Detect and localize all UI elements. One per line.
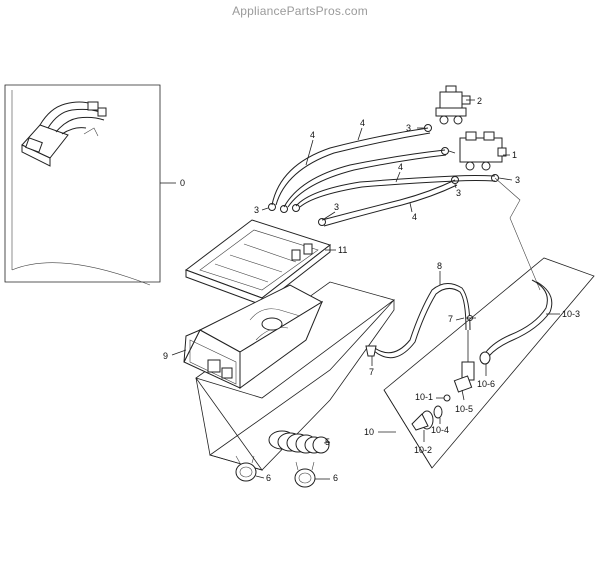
part-10-section <box>383 177 595 469</box>
drain-hose-10-3 <box>485 279 553 357</box>
label-1: 1 <box>512 150 517 160</box>
label-6-left: 6 <box>266 473 271 483</box>
label-7-left: 7 <box>369 367 374 377</box>
water-valve-1 <box>459 131 507 171</box>
gasket-10-4 <box>433 405 443 419</box>
watermark-text: AppliancePartsPros.com <box>232 4 368 18</box>
drain-fitting-10-5 <box>453 330 475 393</box>
label-6-right: 6 <box>333 473 338 483</box>
label-3-top: 3 <box>406 123 411 133</box>
hose-clamp-6-right <box>294 461 316 488</box>
label-3-lower: 3 <box>334 202 339 212</box>
drawer-housing-9 <box>183 284 324 389</box>
part-5-6-section <box>195 298 395 488</box>
label-4-left: 4 <box>310 130 315 140</box>
part-9-section <box>183 281 395 399</box>
label-8: 8 <box>437 261 442 271</box>
hose-8 <box>371 283 471 359</box>
label-10-2: 10-2 <box>414 445 432 455</box>
label-10-6: 10-6 <box>477 379 495 389</box>
part-0-box <box>4 84 161 286</box>
label-10-5: 10-5 <box>455 404 473 414</box>
label-10: 10 <box>364 427 374 437</box>
label-4-top: 4 <box>360 118 365 128</box>
drawer-housing-cover-11 <box>184 219 332 307</box>
label-3-left: 3 <box>254 205 259 215</box>
drawer-assembly-illustration <box>21 101 107 167</box>
label-9: 9 <box>163 351 168 361</box>
label-3-right: 3 <box>515 175 520 185</box>
clamp-10-6 <box>479 351 491 365</box>
label-2: 2 <box>477 96 482 106</box>
oring-10-1 <box>443 394 451 402</box>
label-4-mid: 4 <box>398 162 403 172</box>
label-10-1: 10-1 <box>415 392 433 402</box>
drain-cap-10-2 <box>411 410 434 431</box>
label-10-3: 10-3 <box>562 309 580 319</box>
hose-clamp-6-left <box>235 455 257 482</box>
label-7-right: 7 <box>448 314 453 324</box>
water-valve-2 <box>435 85 471 125</box>
label-3-mid: 3 <box>456 188 461 198</box>
label-5: 5 <box>325 437 330 447</box>
label-4-low: 4 <box>412 212 417 222</box>
label-0: 0 <box>180 178 185 188</box>
hoses-4 <box>271 127 496 227</box>
clip-7-group <box>365 315 476 357</box>
label-10-4: 10-4 <box>431 425 449 435</box>
bellows-hose-5 <box>268 430 330 454</box>
label-11: 11 <box>338 245 347 255</box>
